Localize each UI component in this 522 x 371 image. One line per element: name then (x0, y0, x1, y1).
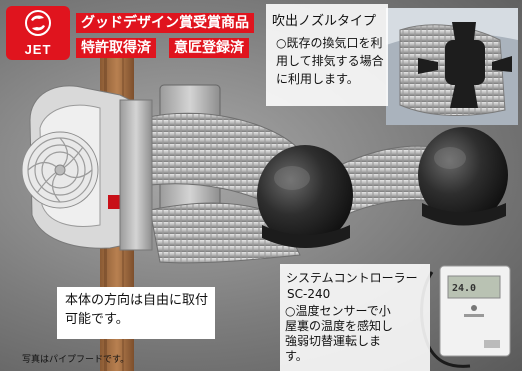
jet-swirl-icon (25, 10, 51, 36)
controller-display: 24.0 (452, 283, 477, 294)
good-design-award-badge: グッドデザイン賞受賞商品 (76, 13, 254, 33)
patent-badge: 特許取得済 (76, 38, 156, 58)
nozzle-type-description: ○既存の換気口を利用して排気する場合に利用します。 (276, 36, 384, 86)
controller-title: システムコントローラー (286, 271, 418, 285)
direction-note: 本体の方向は自由に取付可能です。 (57, 287, 215, 339)
nozzle-type-title: 吹出ノズルタイプ (272, 14, 377, 29)
jet-logo: JET (6, 6, 70, 60)
nozzle-inset-photo (386, 8, 518, 125)
design-registered-badge: 意匠登録済 (169, 38, 249, 58)
left-hood (257, 145, 353, 245)
photo-note: 写真はパイプフードです。 (22, 355, 130, 365)
brand-name: JET (24, 42, 52, 57)
system-controller (420, 265, 511, 368)
controller-model: SC-240 (287, 287, 331, 301)
right-hood (418, 127, 508, 223)
controller-description: ○温度センサーで小屋裏の温度を感知し強弱切替運転します。 (285, 304, 394, 363)
